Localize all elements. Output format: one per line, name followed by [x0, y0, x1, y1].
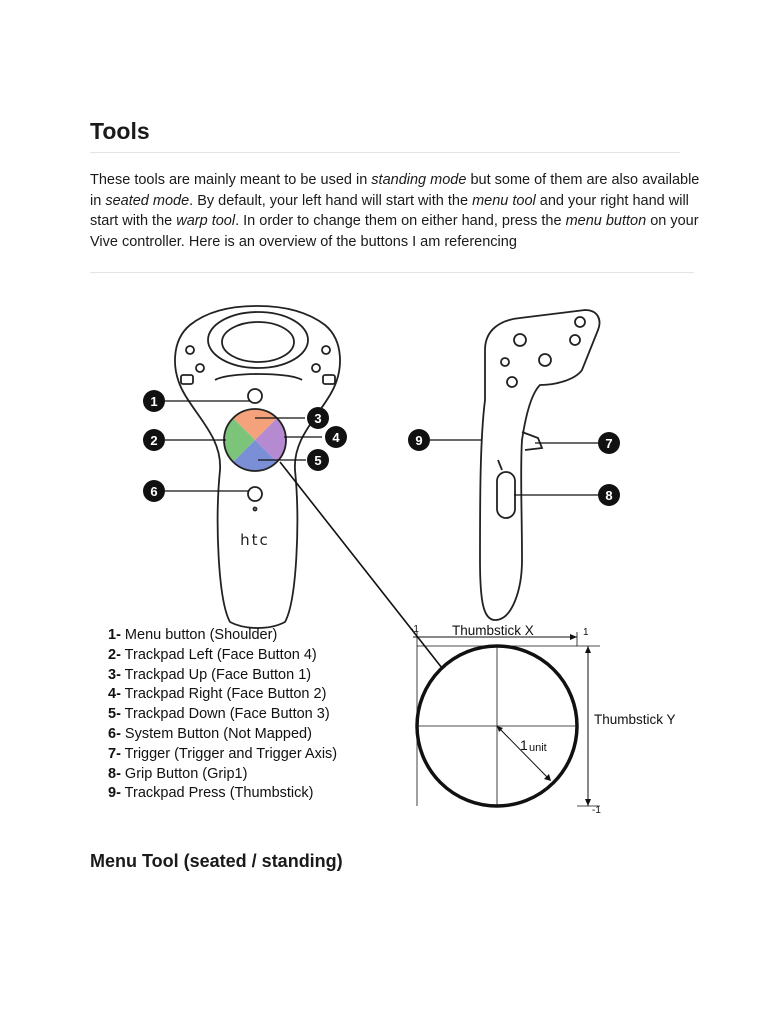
italic-term: seated mode	[105, 192, 190, 209]
legend-item: 2- Trackpad Left (Face Button 4)	[108, 646, 337, 666]
brand-logo: htc	[240, 531, 270, 549]
callout-1: 1	[143, 390, 165, 412]
trackpad-left	[224, 418, 255, 462]
callout-9: 9	[408, 429, 430, 451]
legend-item: 7- Trigger (Trigger and Trigger Axis)	[108, 745, 337, 765]
title-divider	[90, 152, 680, 153]
thumbstick-y-label: Thumbstick Y	[594, 712, 676, 727]
trackpad-up	[233, 408, 277, 440]
paragraph-text: but some of them are also available in	[90, 172, 700, 209]
legend-text: Trackpad Up (Face Button 1)	[120, 666, 312, 683]
italic-term: standing mode	[371, 172, 467, 188]
svg-text:3: 3	[314, 411, 321, 426]
intro-paragraph: These tools are mainly meant to be used …	[90, 170, 700, 253]
legend-number: 9-	[108, 785, 121, 802]
legend-number: 2-	[108, 646, 121, 663]
legend-text: Trackpad Down (Face Button 3)	[120, 706, 330, 723]
paragraph-text: and your right hand will start with the	[90, 192, 689, 230]
svg-text:1: 1	[150, 394, 157, 409]
legend-text: Trackpad Left (Face Button 4)	[120, 646, 317, 663]
x-max-label: 1	[583, 627, 589, 638]
legend-number: 4-	[108, 686, 121, 703]
page-title: Tools	[90, 118, 150, 144]
callout-3: 3	[307, 407, 329, 429]
trackpad-right	[255, 418, 286, 462]
legend-text: Grip Button (Grip1)	[120, 765, 248, 782]
controller-front	[174, 305, 341, 629]
vive-controller-diagram: htc 1 2 345 6 7 8 9	[143, 305, 676, 816]
legend-text: Trackpad Press (Thumbstick)	[120, 785, 314, 802]
paragraph-text: . By default, your left hand will start …	[189, 192, 473, 209]
legend-text: Trigger (Trigger and Trigger Axis)	[120, 745, 338, 762]
paragraph-text: . In order to change them on either hand…	[235, 213, 566, 230]
legend-number: 3-	[108, 666, 121, 683]
legend-text: System Button (Not Mapped)	[120, 725, 312, 742]
svg-text:8: 8	[605, 488, 612, 503]
paragraph-text: on your Vive controller. Here is an over…	[90, 213, 699, 251]
italic-term: menu button	[565, 213, 647, 230]
italic-term: warp tool	[176, 213, 236, 230]
legend-text: Trackpad Right (Face Button 2)	[120, 686, 327, 703]
svg-text:9: 9	[415, 433, 422, 448]
svg-text:7: 7	[605, 436, 612, 451]
italic-term: menu tool	[472, 192, 536, 209]
legend-number: 1-	[108, 627, 121, 643]
y-min-label: -1	[592, 805, 601, 816]
leader-lines	[165, 400, 598, 669]
callout-badges: 1 2 345 6 7 8 9	[143, 390, 620, 506]
section-heading: Menu Tool (seated / standing)	[90, 851, 343, 871]
legend-item: 9- Trackpad Press (Thumbstick)	[108, 784, 337, 804]
trackpad-down	[233, 440, 277, 471]
paragraph-text: These tools are mainly meant to be used …	[90, 172, 372, 188]
callout-7: 7	[598, 432, 620, 454]
svg-text:5: 5	[314, 453, 321, 468]
callout-6: 6	[143, 480, 165, 502]
radius-number: 1	[520, 737, 528, 753]
svg-text:2: 2	[150, 433, 157, 448]
callout-8: 8	[598, 484, 620, 506]
thumbstick-x-label: Thumbstick X	[452, 623, 534, 638]
legend-number: 8-	[108, 765, 121, 782]
legend-item: 6- System Button (Not Mapped)	[108, 725, 337, 745]
svg-text:4: 4	[332, 430, 340, 445]
svg-text:6: 6	[150, 484, 157, 499]
legend-item: 4- Trackpad Right (Face Button 2)	[108, 685, 337, 705]
legend-item: 8- Grip Button (Grip1)	[108, 765, 337, 785]
callout-2: 2	[143, 429, 165, 451]
x-min-label: -1	[410, 624, 419, 635]
thumbstick-diagram	[413, 632, 600, 808]
legend-number: 6-	[108, 725, 121, 742]
controller-side	[479, 309, 601, 621]
paragraph-divider	[90, 272, 694, 273]
legend-number: 7-	[108, 745, 121, 762]
callout-4: 4	[325, 426, 347, 448]
trackpad	[223, 408, 287, 472]
arrowheads	[497, 634, 591, 806]
legend-item: 5- Trackpad Down (Face Button 3)	[108, 705, 337, 725]
radius-unit: unit	[529, 742, 547, 754]
legend-item: 1- Menu button (Shoulder)	[108, 626, 337, 646]
legend-number: 5-	[108, 706, 121, 723]
legend-item: 3- Trackpad Up (Face Button 1)	[108, 666, 337, 686]
button-legend: 1- Menu button (Shoulder)2- Trackpad Lef…	[108, 626, 337, 804]
legend-text: Menu button (Shoulder)	[120, 627, 278, 643]
callout-5: 5	[307, 449, 329, 471]
